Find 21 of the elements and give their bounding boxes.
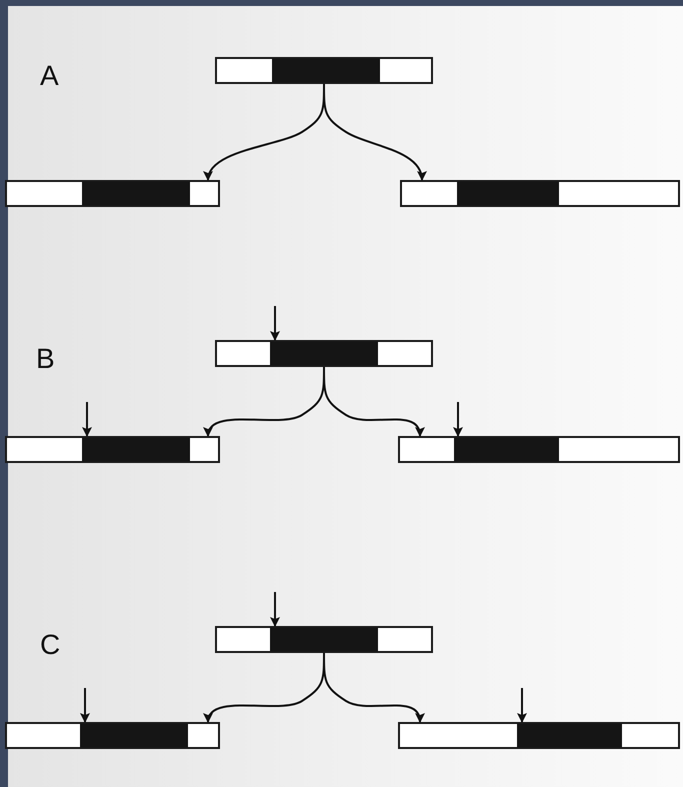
arrow	[323, 653, 424, 723]
panel-letter: A	[40, 62, 59, 90]
arrow	[323, 367, 424, 437]
arrow	[453, 402, 463, 437]
panel-letter: C	[40, 631, 60, 659]
panel-letter: B	[36, 345, 55, 373]
chromosome-bar	[215, 340, 433, 367]
chromosome-bar	[5, 180, 220, 207]
chromosome-bar	[215, 626, 433, 653]
arrow	[270, 306, 280, 341]
chromosome-bar	[398, 436, 680, 463]
chromosome-bar	[398, 722, 680, 749]
arrow	[323, 84, 426, 181]
chromosome-bar	[5, 436, 220, 463]
arrow	[80, 688, 90, 723]
arrow	[82, 402, 92, 437]
arrow	[517, 688, 527, 723]
chromosome-bar	[215, 57, 433, 84]
arrow	[270, 592, 280, 627]
chromosome-bar	[5, 722, 220, 749]
chromosome-bar	[400, 180, 680, 207]
